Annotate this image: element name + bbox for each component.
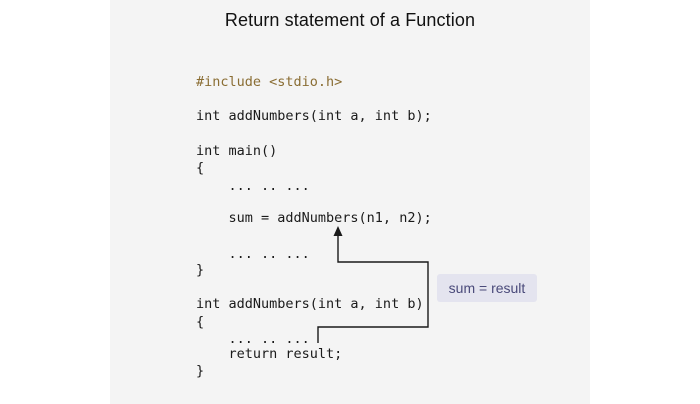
code-line-main-open-brace: { [196, 160, 205, 176]
code-line-function-open-brace: { [196, 314, 205, 330]
code-line-main-ellipsis-1: ... .. ... [196, 178, 310, 194]
diagram-panel [110, 0, 590, 404]
code-line-main-signature: int main() [196, 143, 278, 159]
code-line-include: #include <stdio.h> [196, 74, 343, 90]
arrow-head-icon [333, 226, 343, 236]
code-line-return-statement: return result; [196, 346, 343, 362]
code-line-main-close-brace: } [196, 262, 205, 278]
code-line-function-definition: int addNumbers(int a, int b) [196, 296, 424, 312]
annotation-sum-equals-result: sum = result [437, 274, 537, 302]
diagram-title: Return statement of a Function [224, 10, 476, 30]
code-line-function-call: sum = addNumbers(n1, n2); [196, 210, 432, 226]
code-line-prototype: int addNumbers(int a, int b); [196, 108, 432, 124]
return-flow-path [317, 234, 429, 343]
code-line-function-ellipsis: ... .. ... [196, 331, 310, 347]
code-line-function-close-brace: } [196, 363, 205, 379]
code-line-main-ellipsis-2: ... .. ... [196, 246, 310, 262]
